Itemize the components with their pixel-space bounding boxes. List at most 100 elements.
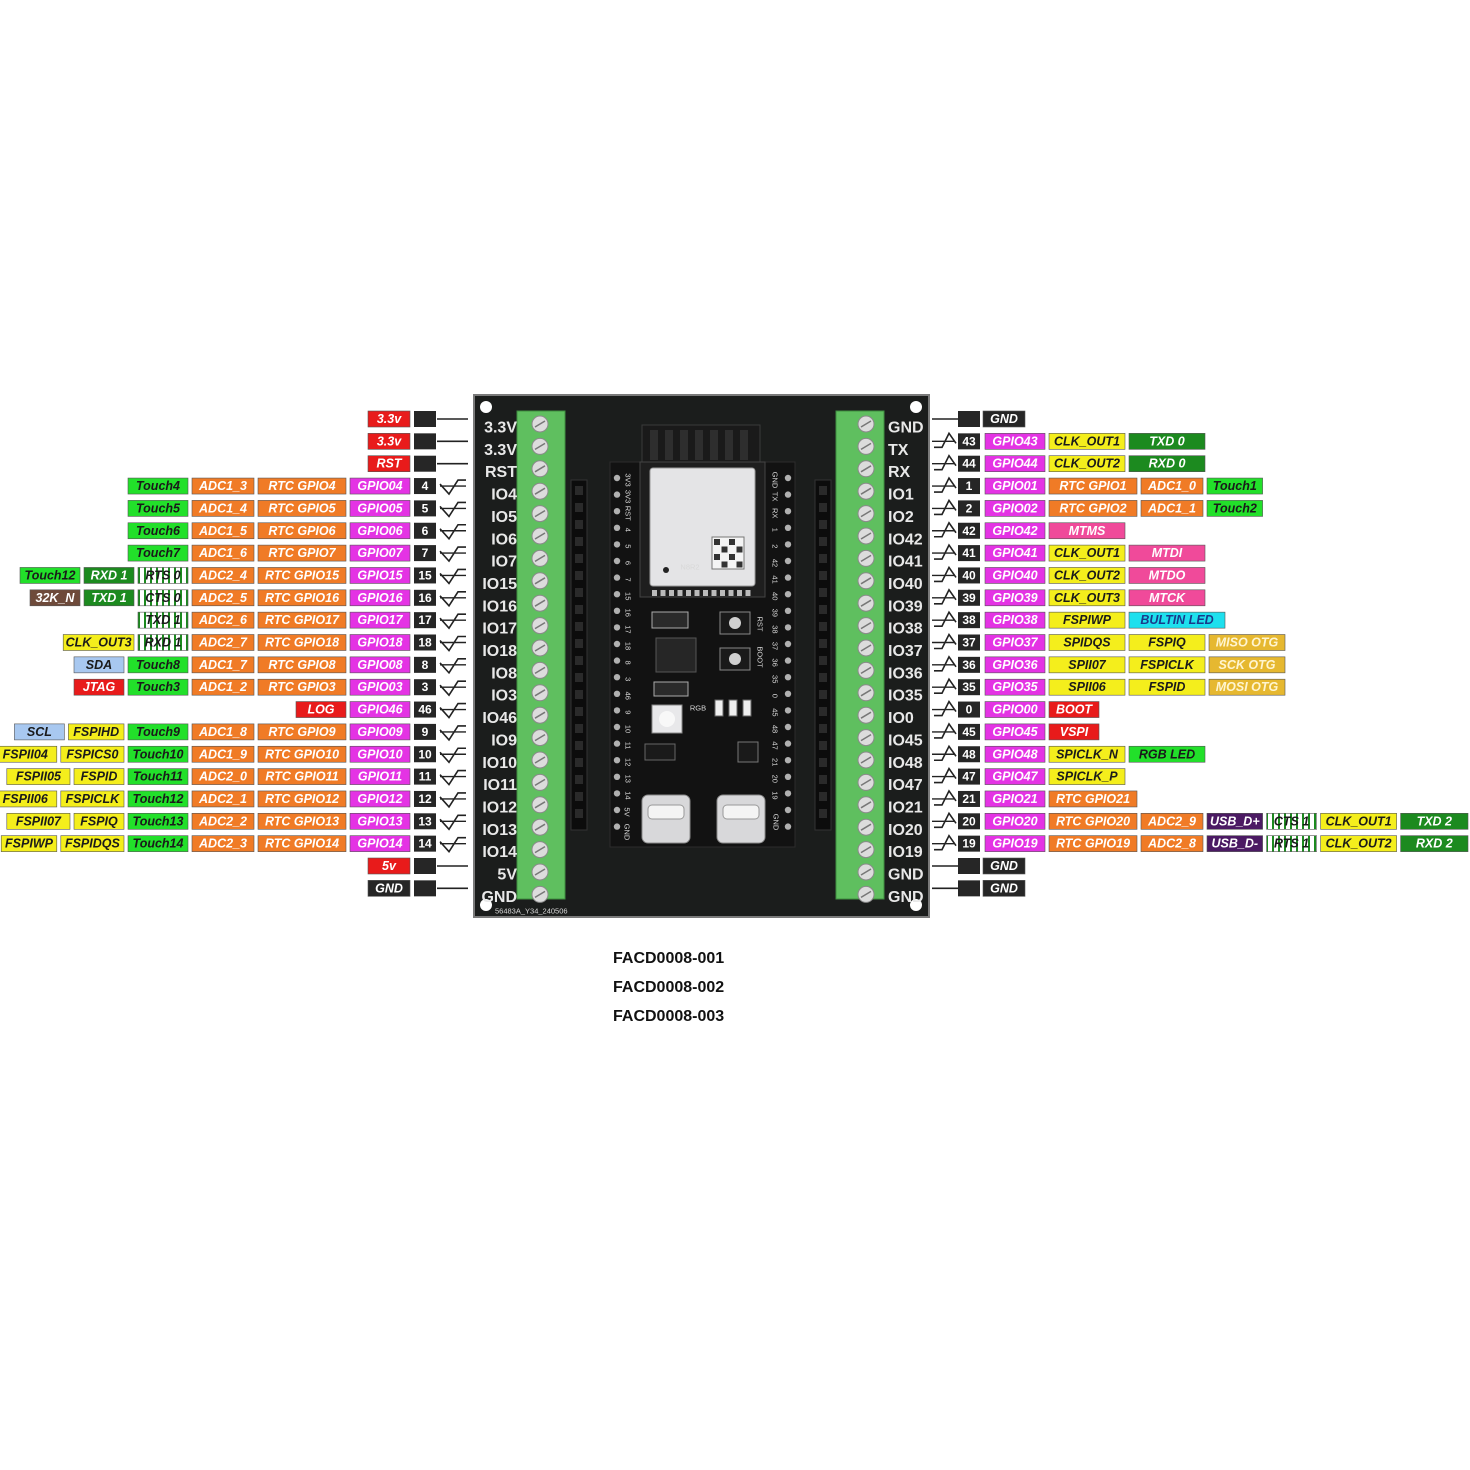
pin-function-tag [1400,835,1469,852]
pin-function-label: GND [990,859,1018,873]
header-socket [575,605,583,614]
pin-function-tag [349,634,411,651]
pin-function-label: Touch13 [133,814,184,828]
pin-function-tag [1048,812,1138,830]
module-marking: N8R2 [680,563,699,572]
devkit-pin [613,524,621,531]
pin-number-box [414,679,436,696]
pin-function-tag [349,656,411,674]
screw-slot [534,621,546,630]
pin-function-tag [6,812,71,830]
pin-function-label: FSPII05 [16,770,62,784]
screw-slot [860,756,872,764]
pin-function-label: Touch12 [25,568,76,582]
led-lens [659,711,675,727]
pin-function-label: GPIO47 [992,770,1038,784]
board-pin-label: 3.3V [484,442,517,459]
devkit-pin-label: GND [771,472,780,489]
pin-function-tag [984,835,1046,852]
pin-number-box [414,768,436,785]
pin-function-label: GPIO19 [992,837,1037,851]
devkit-pin [784,823,792,830]
board-pin-label: IO13 [482,822,517,839]
pin-function-label: FSPIDQS [65,837,121,851]
pin-function-label: ADC2_0 [198,770,247,784]
smd-resistor [714,699,724,717]
pin-function-label: GPIO00 [992,703,1037,717]
devkit-pin [613,491,621,498]
board-pin-label: 5V [497,867,517,884]
antenna-trace [710,430,718,460]
pin-function-tag [73,768,125,785]
screw-slot [860,666,872,675]
pin-function-label: RTC GPIO18 [265,636,339,650]
usb-5v-label: 5V [623,807,632,816]
pin-function-tag [1206,835,1263,852]
pin-number-box [414,478,436,495]
smd-component [644,743,676,761]
pwm-symbol [934,565,957,583]
pin-number: 1 [966,479,973,493]
pin-function-label: VSPI [1060,725,1089,739]
pin-function-label: GPIO12 [357,792,402,806]
devkit-pin-label: 13 [624,775,633,783]
pin-function-tag [1128,634,1206,651]
header-socket [819,639,827,648]
board-pin-label: IO14 [482,844,517,861]
pin-function-tag [257,567,347,584]
screw-slot [860,577,872,585]
pin-function-label: FSPIWP [1063,613,1112,627]
pin-function-label: GPIO48 [992,747,1037,761]
qr-cell [736,561,743,568]
board-pin-label: IO3 [491,688,517,705]
pin-function-label: RXD 1 [91,568,128,582]
pin-number-box [958,433,980,450]
pin-function-label: FSPICLK [66,792,120,806]
header-socket [575,792,583,801]
antenna-trace [725,430,733,460]
pin-function-label: ADC2_9 [1147,814,1196,828]
antenna-trace [740,430,748,460]
pin-function-label: FSPID [1149,680,1186,694]
pin-function-tag [1140,812,1204,830]
module-pad [652,590,657,596]
devkit-pin [784,591,792,598]
pin-function-label: USB_D+ [1210,814,1260,828]
usb-port [722,804,760,820]
devkit-pin-label: 6 [624,561,633,565]
pin-function-label: RTC GPIO21 [1056,792,1130,806]
pin-function-label: Touch1 [1213,479,1257,493]
pin-number: 38 [962,613,976,627]
devkit-pin-label: 16 [624,609,633,617]
pin-number: 20 [962,814,976,828]
pin-function-label: RTC GPIO6 [268,524,336,538]
voltage-regulator [655,637,697,673]
header-socket [575,775,583,784]
header-socket [575,588,583,597]
pin-function-tag [349,544,411,562]
header-socket [575,520,583,529]
screw-slot [860,689,872,697]
pin-function-tag [83,567,135,584]
pin-number-box [958,522,980,539]
smd-resistor [728,699,738,717]
pin-function-tag [367,455,411,473]
pin-function-tag [191,678,255,696]
board-pin-label: IO9 [491,732,517,749]
pin-number: 12 [418,792,432,806]
pin-number-box [958,478,980,495]
pin-function-label: TXD 1 [91,591,126,605]
devkit-pin [784,491,792,498]
pwm-symbol [439,792,466,809]
pin-function-label: CLK_OUT1 [1326,814,1392,828]
devkit-pin-label: RST [624,506,633,521]
pin-function-tag [0,835,58,852]
pin-function-label: 3.3v [377,412,402,426]
pin-function-tag [191,835,255,852]
devkit-pin-label: TX [771,492,780,502]
